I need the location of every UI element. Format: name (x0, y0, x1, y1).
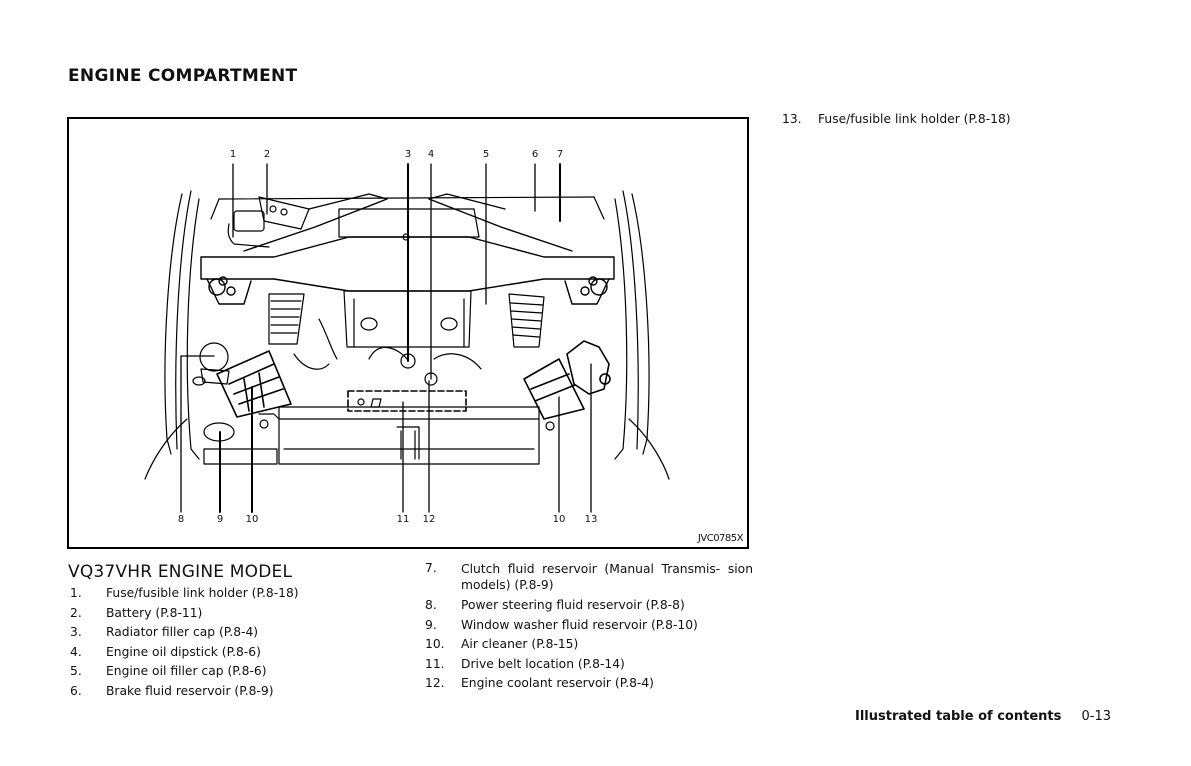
intake-duct-right (508, 293, 545, 348)
strut-tower-brace (200, 193, 615, 305)
radiator (258, 406, 555, 465)
fender-left (144, 190, 200, 480)
power-steering-reservoir (192, 342, 230, 386)
item-number: 4. (70, 644, 82, 659)
section-title: ENGINE COMPARTMENT (68, 66, 298, 86)
item-text: Battery (P.8-11) (106, 605, 203, 620)
item-number: 9. (425, 617, 437, 632)
item-number: 7. (425, 561, 437, 575)
item-number: 11. (425, 656, 445, 671)
item-text: Fuse/fusible link holder (P.8-18) (106, 586, 299, 600)
item-text: Engine oil filler cap (P.8-6) (106, 664, 267, 678)
callout-10-right: 10 (552, 514, 566, 525)
item-text: Brake fluid reservoir (P.8-9) (106, 683, 274, 698)
item-number: 5. (70, 664, 82, 678)
item-number: 8. (425, 598, 437, 612)
item-text: Drive belt location (P.8-14) (461, 656, 625, 671)
footer-section-label: Illustrated table of contents (855, 709, 1062, 724)
item-number: 1. (70, 586, 82, 600)
item-number: 12. (425, 676, 445, 690)
callout-8: 8 (177, 514, 185, 525)
item-text: Engine oil dipstick (P.8-6) (106, 644, 261, 659)
callout-6: 6 (531, 149, 539, 160)
callout-13: 13 (584, 514, 598, 525)
drive-belt-details (357, 398, 382, 408)
callout-10-left: 10 (245, 514, 259, 525)
item-number: 2. (70, 605, 82, 620)
item-text: Power steering fluid reservoir (P.8-8) (461, 598, 685, 612)
page-number: 0-13 (1081, 709, 1111, 724)
battery-area (227, 196, 310, 248)
callout-5: 5 (482, 149, 490, 160)
callout-7: 7 (556, 149, 564, 160)
item-number: 13. (782, 112, 802, 126)
callout-11: 11 (396, 514, 410, 525)
cowl-line (218, 196, 595, 200)
engine-line-drawing (144, 163, 670, 513)
page-footer: Illustrated table of contents 0-13 (855, 709, 1111, 724)
callout-9: 9 (216, 514, 224, 525)
item-text: Fuse/fusible link holder (P.8-18) (818, 112, 1011, 126)
item-text: Engine coolant reservoir (P.8-4) (461, 676, 654, 690)
air-cleaner-right (523, 358, 585, 420)
item-number: 3. (70, 625, 82, 639)
item-number: 6. (70, 683, 82, 698)
callout-2: 2 (263, 149, 271, 160)
callout-1: 1 (229, 149, 237, 160)
item-text: Air cleaner (P.8-15) (461, 637, 579, 651)
item-text: Window washer fluid reservoir (P.8-10) (461, 617, 698, 632)
drive-belt-location-box (347, 390, 467, 412)
callout-4: 4 (427, 149, 435, 160)
figure-code: JVC0785X (697, 533, 744, 544)
engine-compartment-figure: 1 2 3 4 5 6 7 8 9 10 11 12 10 13 JVC0785… (67, 117, 749, 549)
item-number: 10. (425, 637, 445, 651)
item-text: Clutch fluid reservoir (Manual Transmis-… (461, 562, 753, 592)
fender-right (614, 190, 670, 480)
callout-12: 12 (422, 514, 436, 525)
intake-duct-left (268, 293, 305, 345)
leader-lines-top (232, 163, 561, 380)
callout-3: 3 (404, 149, 412, 160)
item-text: Radiator filler cap (P.8-4) (106, 625, 259, 639)
air-cleaner-left (216, 350, 292, 418)
leader-lines-bottom (180, 355, 592, 513)
fuse-holder-right (566, 340, 611, 395)
engine-cover (338, 208, 480, 348)
engine-model-heading: VQ37VHR ENGINE MODEL (68, 562, 293, 582)
washer-reservoir (203, 422, 278, 465)
